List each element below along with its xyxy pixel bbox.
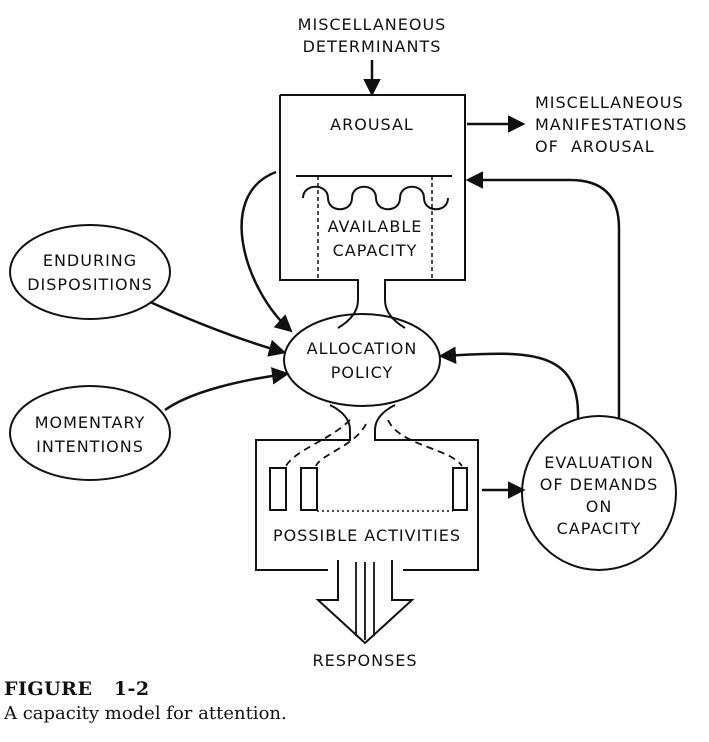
arousal-box — [279, 94, 466, 329]
evaluation-label-4: CAPACITY — [557, 519, 642, 538]
activity-slot-3 — [452, 467, 468, 511]
dispositions-to-allocation-arrow — [149, 300, 287, 357]
evaluation-to-arousal-arrow — [465, 171, 621, 418]
arousal-label: AROUSAL — [330, 115, 414, 134]
figure-number: FIGURE 1-2 — [4, 678, 150, 700]
activity-slot-1 — [269, 467, 287, 511]
allocation-flow-1 — [285, 419, 351, 467]
misc-manifestations-label-2: MANIFESTATIONS — [535, 115, 687, 134]
allocation-policy-label-2: POLICY — [331, 363, 394, 382]
capacity-wave — [302, 185, 449, 211]
allocation-flow-2 — [315, 423, 367, 467]
misc-determinants-label-2: DETERMINANTS — [303, 37, 442, 56]
possible-activities-label: POSSIBLE ACTIVITIES — [273, 526, 461, 545]
evaluation-label-3: ON — [586, 497, 613, 516]
momentary-intentions-label-2: INTENTIONS — [36, 437, 144, 456]
allocation-policy-ellipse — [283, 313, 441, 407]
enduring-dispositions-label-2: DISPOSITIONS — [27, 275, 153, 294]
momentary-intentions-label-1: MOMENTARY — [35, 413, 146, 432]
allocation-flow-3 — [387, 419, 463, 467]
possible-activities-box — [255, 404, 479, 571]
evaluation-label-2: OF DEMANDS — [540, 475, 659, 494]
misc-determinants-label-1: MISCELLANEOUS — [298, 15, 447, 34]
evaluation-to-allocation-arrow — [438, 346, 580, 419]
arousal-to-allocation-arrow — [240, 170, 293, 333]
activity-slot-2 — [300, 467, 318, 511]
misc-manifestations-label-3: OF AROUSAL — [535, 137, 655, 156]
available-capacity-label-2: CAPACITY — [333, 241, 418, 260]
misc-manifestations-label-1: MISCELLANEOUS — [535, 93, 684, 112]
figure-caption: A capacity model for attention. — [4, 703, 287, 724]
enduring-dispositions-label-1: ENDURING — [43, 251, 137, 270]
allocation-policy-label-1: ALLOCATION — [307, 339, 418, 358]
evaluation-label-1: EVALUATION — [544, 453, 654, 472]
enduring-dispositions-ellipse — [9, 224, 171, 320]
momentary-intentions-ellipse — [9, 385, 171, 481]
intentions-to-allocation-arrow — [164, 367, 290, 412]
responses-label: RESPONSES — [312, 651, 417, 670]
available-capacity-label-1: AVAILABLE — [328, 217, 423, 236]
